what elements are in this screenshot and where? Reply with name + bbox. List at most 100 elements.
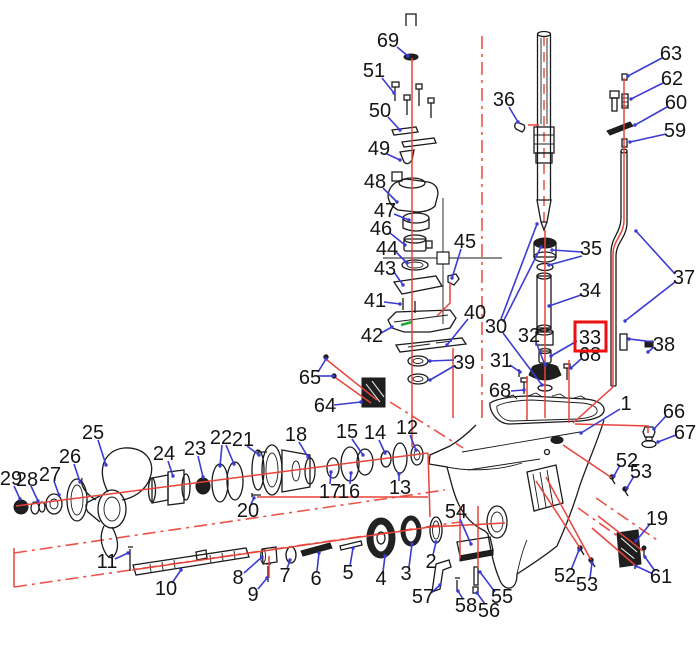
leader-dot-38 <box>646 350 650 354</box>
leader-line-10 <box>171 569 182 584</box>
highlight-box-part-33 <box>573 320 608 353</box>
part-label-49: 49 <box>368 138 390 160</box>
part-label-68: 68 <box>489 380 511 402</box>
leader-dot-51 <box>392 91 396 95</box>
part-label-30: 30 <box>485 316 507 338</box>
clutch-block-64 <box>361 377 386 408</box>
washer-67 <box>641 439 657 449</box>
leader-line-60 <box>634 106 668 126</box>
assembly-axis-lines <box>15 58 649 578</box>
leader-dot-14 <box>383 451 387 455</box>
leader-dot-34 <box>547 304 551 308</box>
leader-line-36 <box>508 106 519 123</box>
leader-dot-17 <box>329 470 333 474</box>
leader-line-52 <box>570 549 580 571</box>
leader-dot-42 <box>390 325 394 329</box>
bolt-69 <box>405 13 417 26</box>
impeller-46 <box>403 238 427 252</box>
pin-5 <box>339 540 363 551</box>
leader-line-56 <box>476 592 486 605</box>
part-label-60: 60 <box>665 92 687 114</box>
shift-rod <box>610 151 622 386</box>
part-label-38: 38 <box>653 334 675 356</box>
leader-dot-28 <box>36 499 40 503</box>
part-label-51: 51 <box>363 60 385 82</box>
leader-line-1 <box>580 408 621 434</box>
prop-nut-29 <box>13 499 29 515</box>
leader-line-23 <box>197 455 204 478</box>
leader-dot-68 <box>522 388 526 392</box>
leader-line-17 <box>329 471 332 485</box>
leader-dot-60 <box>633 123 637 127</box>
part-label-21: 21 <box>232 429 254 451</box>
part-label-53: 53 <box>630 461 652 483</box>
leader-dot-22 <box>232 462 236 466</box>
leader-dot-19 <box>634 539 638 543</box>
part-label-4: 4 <box>375 568 386 590</box>
leader-line-54 <box>459 518 472 545</box>
part-label-8: 8 <box>232 567 243 589</box>
leader-dot-56 <box>475 591 479 595</box>
leader-line-32 <box>535 341 546 366</box>
leader-dot-24 <box>171 474 175 478</box>
part-label-34: 34 <box>579 280 601 302</box>
leader-line-62 <box>630 82 664 100</box>
part-label-6: 6 <box>310 568 321 590</box>
leader-line-9 <box>257 577 268 590</box>
leader-dot-61 <box>634 564 638 568</box>
leader-dot-69 <box>406 54 410 58</box>
leader-dot-15 <box>361 453 365 457</box>
green-mark <box>400 320 413 327</box>
part-label-32: 32 <box>518 325 540 347</box>
propeller-assembly <box>13 447 267 559</box>
leader-line-51 <box>381 77 395 94</box>
plate-50b <box>401 137 437 148</box>
leader-dot-13 <box>397 472 401 476</box>
leader-dot-32 <box>543 363 547 367</box>
stud <box>415 83 423 90</box>
leader-line-46 <box>389 232 406 246</box>
leader-dot-30 <box>535 222 539 226</box>
leader-line-26 <box>73 463 81 483</box>
leader-dot-54 <box>469 542 473 546</box>
sleeve-34 <box>536 275 552 329</box>
leader-line-5 <box>349 547 354 567</box>
leader-dot-39 <box>428 378 432 382</box>
part-label-18: 18 <box>285 424 307 446</box>
driveshaft-spline-end <box>536 199 552 232</box>
leader-line-55 <box>479 571 496 593</box>
seal-17 <box>326 457 340 479</box>
part-label-39: 39 <box>453 352 475 374</box>
part-label-44: 44 <box>376 238 398 260</box>
oring-22b <box>226 461 244 501</box>
leader-dot-37 <box>634 229 638 233</box>
gasket-44 <box>401 259 429 271</box>
leader-dot-49 <box>398 158 402 162</box>
highlight-layer <box>573 320 608 353</box>
leader-dot-27 <box>57 493 61 497</box>
leader-line-22 <box>219 444 223 467</box>
leader-line-35 <box>548 255 583 266</box>
pin-11 <box>128 546 133 571</box>
leader-line-67 <box>657 434 677 443</box>
plate-50 <box>391 126 419 136</box>
drain-screw <box>543 448 551 456</box>
bolt-51 <box>391 81 400 88</box>
leader-dot-64 <box>359 400 363 404</box>
leader-dot-29 <box>18 497 22 501</box>
leader-line-64 <box>333 401 362 406</box>
part-label-26: 26 <box>59 446 81 468</box>
part-label-16: 16 <box>338 481 360 503</box>
part-label-35: 35 <box>580 238 602 260</box>
leader-line-19 <box>635 523 651 542</box>
leader-dot-30 <box>540 383 544 387</box>
leader-dot-25 <box>104 463 108 467</box>
leader-dot-57 <box>438 583 442 587</box>
leader-dot-63 <box>626 74 630 78</box>
leader-dot-7 <box>288 558 292 562</box>
part-label-61: 61 <box>650 566 672 588</box>
leader-line-44 <box>395 251 408 264</box>
part-label-37: 37 <box>673 267 695 289</box>
construction-lines <box>13 36 661 588</box>
spacer-27 <box>45 493 63 515</box>
